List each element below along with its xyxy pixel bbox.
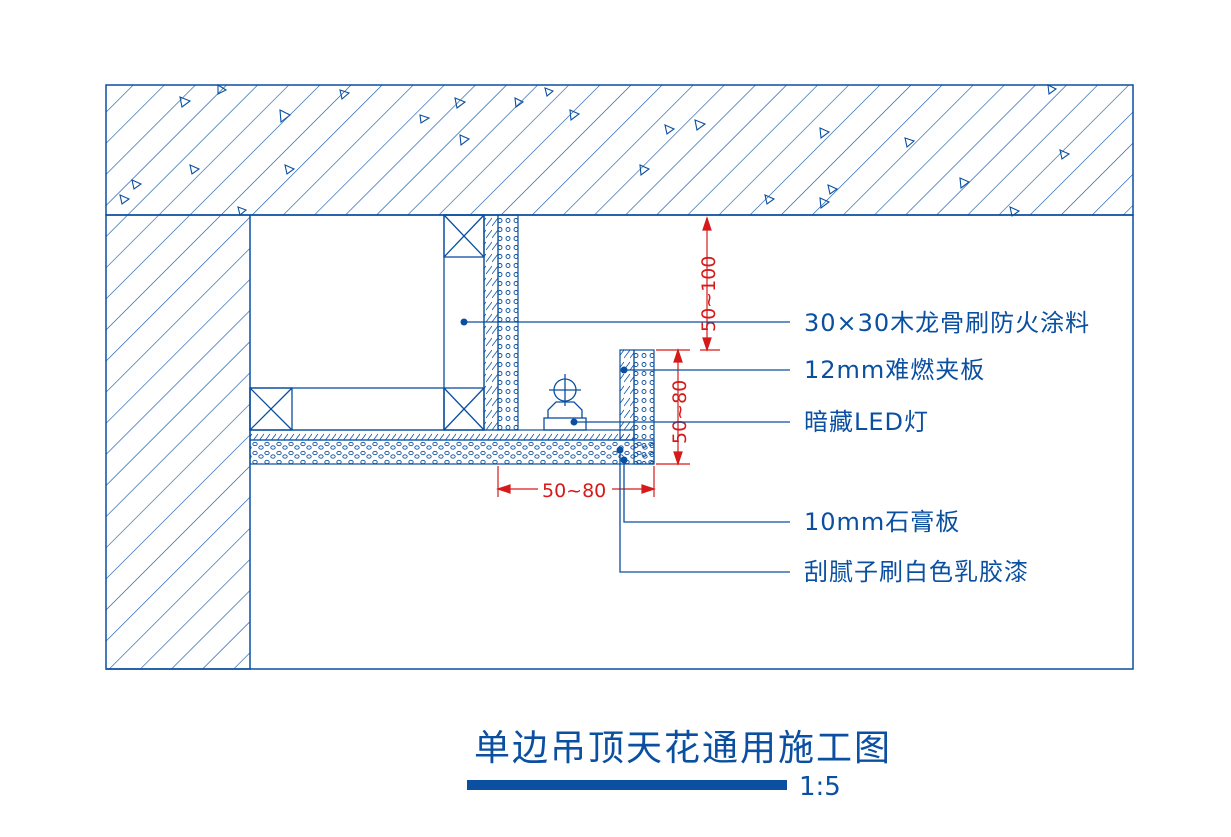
drawing-title: 单边吊顶天花通用施工图: [474, 728, 892, 769]
dimension-text-mask: [538, 479, 612, 501]
ceiling-gypsum-board: [249, 439, 655, 465]
cove-gypsum-board: [633, 349, 655, 465]
leader-dots: [460, 318, 628, 464]
concrete-slab: [105, 84, 1134, 217]
callout-plywood: 12mm难燃夹板: [804, 356, 985, 384]
concrete-wall: [105, 214, 251, 670]
aggregate-marks: [119, 84, 1071, 217]
title-underline-thick: [467, 780, 787, 790]
dimension-cove-height: 50~80: [669, 380, 691, 444]
leader-lines: [464, 321, 790, 573]
callout-wood-keel: 30×30木龙骨刷防火涂料: [804, 309, 1090, 337]
callout-led-light: 暗藏LED灯: [804, 408, 929, 436]
led-light-icon: [543, 374, 587, 431]
horizontal-wood-keel: [249, 387, 445, 431]
callout-gypsum-board: 10mm石膏板: [804, 508, 960, 536]
ceiling-plywood: [249, 429, 635, 441]
dimension-top-gap: 50~100: [698, 256, 720, 332]
cove-plywood: [619, 349, 635, 441]
callout-paint: 刮腻子刷白色乳胶漆: [804, 558, 1029, 586]
drawing-scale: 1:5: [799, 772, 841, 802]
room-outline: [106, 214, 1134, 670]
dimension-cove-width: 50~80: [542, 480, 606, 502]
